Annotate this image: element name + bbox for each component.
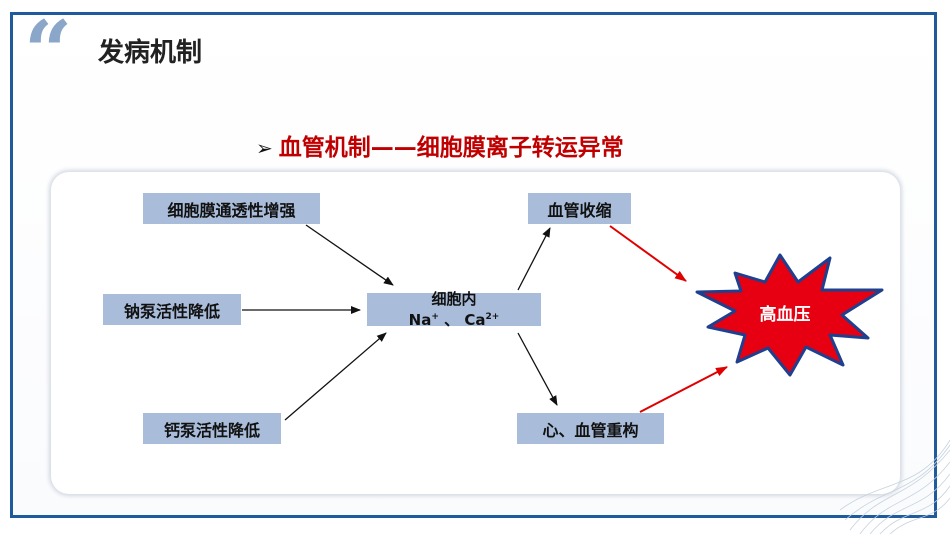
node-membrane-permeability: 细胞膜通透性增强 [143,193,320,224]
hypertension-burst-shape [695,253,884,377]
sodium-charge: + [431,312,439,322]
arrow-bullet-icon: ➢ [256,136,273,160]
arrow-calcium-to-center [284,332,387,421]
node-vasoconstriction: 血管收缩 [528,193,631,224]
node-calcium-pump: 钙泵活性降低 [143,413,281,444]
arrow-center-to-remodeling [517,332,558,406]
node-vascular-remodeling: 心、血管重构 [517,413,664,444]
calcium-symbol: Ca [464,311,486,329]
arrow-center-to-constriction [517,227,551,291]
arrow-permeability-to-center [305,224,394,286]
ion-separator: 、 [444,311,460,329]
section-subtitle: ➢血管机制——细胞膜离子转运异常 [256,128,624,162]
node-sodium-pump: 钠泵活性降低 [103,294,241,325]
center-line2: Na+ 、 Ca2+ [409,308,500,329]
decorative-wave-graphic [840,439,950,535]
calcium-charge: 2+ [485,312,500,322]
center-line1: 细胞内 [431,290,477,308]
sodium-symbol: Na [408,311,432,329]
arrow-remodeling-to-hypertension [639,366,728,413]
node-intracellular-ions: 细胞内 Na+ 、 Ca2+ [367,290,541,329]
page-title: 发病机制 [98,38,203,68]
arrow-constriction-to-hypertension [609,225,687,282]
subtitle-text: 血管机制——细胞膜离子转运异常 [278,135,624,161]
hypertension-label: 高血压 [759,305,811,325]
